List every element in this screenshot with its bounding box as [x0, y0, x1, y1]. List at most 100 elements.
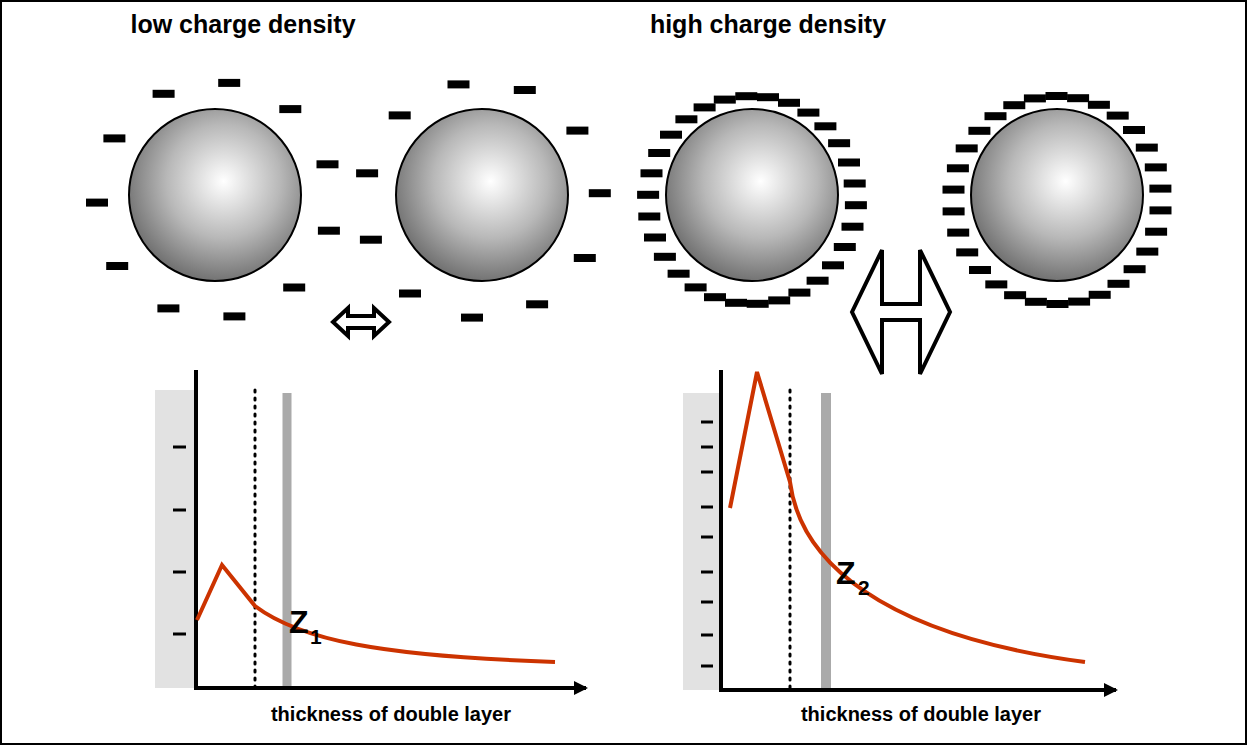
negative-charge: [725, 299, 747, 307]
negative-charge: [845, 201, 867, 209]
negative-charge: [566, 127, 588, 135]
charges: [86, 79, 1172, 322]
negative-charge: [1108, 280, 1130, 288]
particles: [129, 109, 1143, 281]
negative-charge: [157, 304, 179, 312]
negative-charge: [985, 280, 1007, 288]
negative-charge: [644, 234, 666, 242]
stern-plane: [789, 390, 792, 690]
negative-charge: [1003, 101, 1025, 109]
negative-charge: [822, 261, 844, 269]
negative-charge: [943, 186, 965, 194]
y-axis: [194, 370, 198, 690]
negative-charge: [704, 293, 726, 301]
negative-charge: [317, 160, 339, 168]
y-axis: [719, 370, 723, 692]
negative-charge: [1136, 248, 1158, 256]
surface-charges: [701, 422, 713, 666]
potential-curve: [197, 565, 555, 662]
axis-label: thickness of double layer: [801, 704, 1041, 724]
negative-charge: [956, 248, 978, 256]
zeta-symbol: Z: [289, 606, 309, 638]
negative-charge: [675, 115, 697, 123]
negative-charge: [638, 213, 660, 221]
negative-charge: [86, 199, 108, 207]
negative-charge: [1123, 126, 1145, 134]
negative-charge: [637, 191, 659, 199]
negative-charge: [714, 96, 736, 104]
negative-charge: [218, 79, 240, 87]
negative-charge: [514, 86, 536, 94]
surface-band: [155, 390, 195, 688]
negative-charge: [318, 227, 340, 235]
shear-plane: [821, 393, 831, 690]
zeta-subscript: 1: [310, 626, 322, 647]
negative-charge: [778, 99, 800, 107]
particle: [129, 109, 301, 281]
negative-charge: [648, 149, 670, 157]
surface-charges: [173, 447, 186, 634]
x-axis: [719, 688, 1116, 692]
heading: high charge density: [650, 12, 886, 37]
negative-charge: [106, 262, 128, 270]
surface-band: [683, 393, 720, 690]
negative-charge: [1024, 94, 1046, 102]
zeta-symbol: Z: [836, 557, 856, 589]
negative-charge: [223, 312, 245, 320]
negative-charge: [1025, 298, 1047, 306]
negative-charge: [1145, 228, 1167, 236]
negative-charge: [797, 109, 819, 117]
negative-charge: [1004, 291, 1026, 299]
negative-charge: [103, 134, 125, 142]
negative-charge: [283, 284, 305, 292]
negative-charge: [985, 112, 1007, 120]
negative-charge: [844, 180, 866, 188]
negative-charge: [153, 90, 175, 98]
negative-charge: [1088, 101, 1110, 109]
negative-charge: [814, 122, 836, 130]
stern-plane: [254, 390, 257, 688]
negative-charge: [1046, 92, 1068, 100]
negative-charge: [574, 254, 596, 262]
negative-charge: [1068, 298, 1090, 306]
negative-charge: [757, 93, 779, 101]
negative-charge: [360, 236, 382, 244]
x-axis: [194, 686, 586, 690]
negative-charge: [947, 164, 969, 172]
negative-charge: [279, 105, 301, 113]
negative-charge: [956, 144, 978, 152]
negative-charge: [1145, 163, 1167, 171]
repulsion-arrow: [852, 250, 950, 374]
negative-charge: [668, 270, 690, 278]
negative-charge: [685, 283, 707, 291]
negative-charge: [1047, 300, 1069, 308]
negative-charge: [389, 111, 411, 119]
negative-charge: [943, 207, 965, 215]
particle: [666, 109, 838, 281]
negative-charge: [1089, 291, 1111, 299]
negative-charge: [747, 300, 769, 308]
negative-charge: [807, 277, 829, 285]
particle: [396, 109, 568, 281]
negative-charge: [526, 300, 548, 308]
potential-curve: [730, 372, 1085, 662]
negative-charge: [654, 253, 676, 261]
negative-charge: [735, 92, 757, 100]
negative-charge: [768, 296, 790, 304]
axis-label: thickness of double layer: [271, 704, 511, 724]
repulsion-arrow: [333, 308, 389, 336]
negative-charge: [838, 159, 860, 167]
negative-charge: [828, 139, 850, 147]
negative-charge: [842, 223, 864, 231]
negative-charge: [788, 289, 810, 297]
negative-charge: [399, 290, 421, 298]
heading: low charge density: [130, 12, 355, 37]
negative-charge: [969, 266, 991, 274]
negative-charge: [641, 169, 663, 177]
negative-charge: [448, 80, 470, 88]
negative-charge: [660, 131, 682, 139]
negative-charge: [1149, 185, 1171, 193]
negative-charge: [589, 189, 611, 197]
